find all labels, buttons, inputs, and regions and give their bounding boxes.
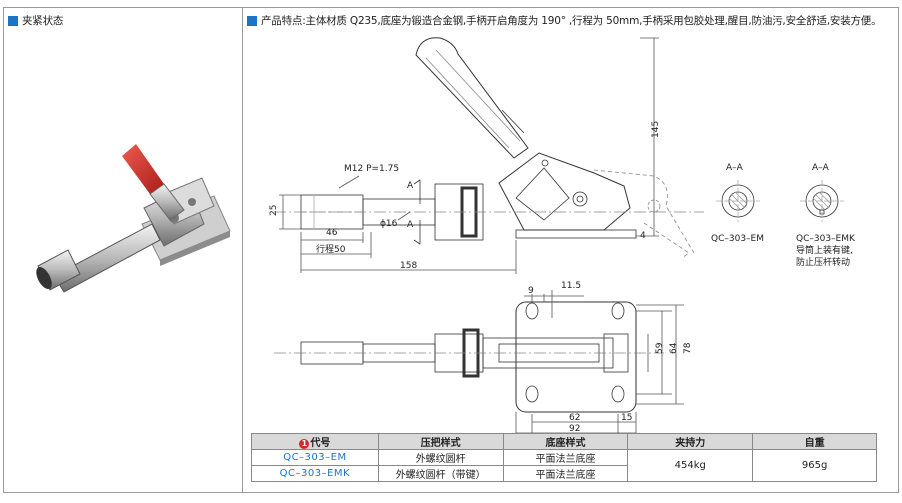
dim-15: 15 bbox=[621, 413, 632, 423]
base-style: 平面法兰底座 bbox=[502, 449, 629, 466]
left-panel-title: 夹紧状态 bbox=[22, 15, 64, 27]
base-style: 平面法兰底座 bbox=[502, 465, 629, 482]
section-note-1: 导筒上装有键, bbox=[796, 244, 853, 256]
section-mark-bottom: A bbox=[407, 220, 414, 230]
section-name-emk: QC–303–EMK bbox=[796, 234, 856, 244]
top-view bbox=[274, 301, 664, 413]
photo-plunger bbox=[36, 223, 161, 293]
handle-style: 外螺纹圆杆（带键） bbox=[377, 465, 504, 482]
top-dimensions bbox=[515, 290, 684, 436]
section-marker-icon bbox=[247, 15, 257, 26]
dim-11-5: 11.5 bbox=[561, 281, 581, 291]
section-view-emk bbox=[800, 180, 844, 222]
section-view-em bbox=[716, 180, 760, 222]
section-mark-top: A bbox=[407, 181, 414, 191]
right-panel: 产品特点:主体材质 Q235,底座为锻造合金钢,手柄开启角度为 190° ,行程… bbox=[243, 8, 898, 492]
dim-78: 78 bbox=[683, 342, 693, 354]
table-row: QC–303–EMK 外螺纹圆杆（带键） 平面法兰底座 bbox=[251, 465, 877, 482]
product-code[interactable]: QC–303–EM bbox=[251, 449, 379, 466]
col-header-handle: 压把样式 bbox=[377, 433, 504, 450]
product-description: 产品特点:主体材质 Q235,底座为锻造合金钢,手柄开启角度为 190° ,行程… bbox=[261, 15, 882, 27]
product-frame: 夹紧状态 bbox=[3, 7, 899, 493]
dim-158: 158 bbox=[400, 261, 417, 271]
side-view bbox=[274, 37, 704, 259]
technical-drawing: M12 P=1.75 25 46 ϕ16 行程50 158 145 4 A A bbox=[269, 37, 856, 436]
section-label-em: A–A bbox=[726, 163, 744, 173]
dim-46: 46 bbox=[326, 228, 338, 238]
dim-9: 9 bbox=[528, 286, 534, 296]
thread-spec: M12 P=1.75 bbox=[344, 164, 399, 174]
section-marker-icon bbox=[8, 15, 18, 26]
dim-62: 62 bbox=[569, 413, 580, 423]
dim-stroke: 行程50 bbox=[316, 243, 346, 255]
dim-59: 59 bbox=[655, 342, 665, 354]
dim-4: 4 bbox=[640, 231, 646, 241]
number-badge-icon: 1 bbox=[299, 439, 310, 449]
dim-145: 145 bbox=[651, 121, 661, 138]
weight: 965g bbox=[752, 449, 877, 482]
product-code[interactable]: QC–303–EMK bbox=[251, 465, 379, 482]
section-note-2: 防止压杆转动 bbox=[796, 256, 850, 268]
dim-phi16: ϕ16 bbox=[380, 219, 398, 229]
col-header-base: 底座样式 bbox=[502, 433, 629, 450]
side-dimensions bbox=[279, 37, 659, 274]
dim-92: 92 bbox=[569, 424, 580, 434]
left-panel: 夹紧状态 bbox=[4, 8, 243, 492]
col-header-weight: 自重 bbox=[752, 433, 877, 450]
col-header-force: 夹持力 bbox=[627, 433, 754, 450]
table-row: QC–303–EM 外螺纹圆杆 平面法兰底座 454kg 965g bbox=[251, 449, 877, 482]
right-panel-header: 产品特点:主体材质 Q235,底座为锻造合金钢,手柄开启角度为 190° ,行程… bbox=[247, 13, 882, 28]
handle-style: 外螺纹圆杆 bbox=[377, 449, 504, 466]
dim-64: 64 bbox=[669, 342, 679, 354]
section-name-em: QC–303–EM bbox=[711, 234, 764, 244]
photo-handle bbox=[122, 144, 185, 221]
dim-25: 25 bbox=[269, 205, 279, 216]
clamping-force: 454kg bbox=[627, 449, 754, 482]
product-photo bbox=[36, 144, 231, 293]
left-panel-header: 夹紧状态 bbox=[8, 13, 63, 28]
section-label-emk: A–A bbox=[812, 163, 830, 173]
